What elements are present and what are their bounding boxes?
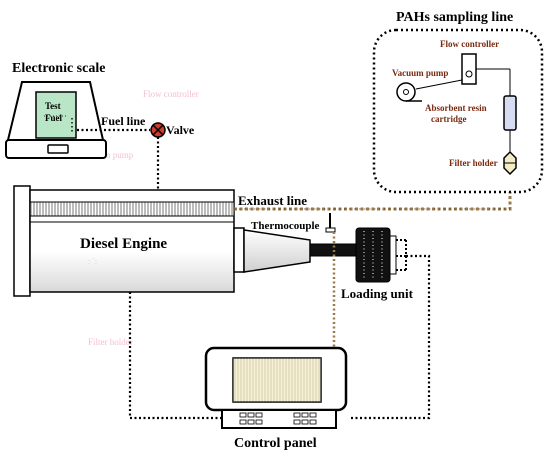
electronic-scale-title: Electronic scale [12,61,105,76]
ghost-flow-controller: Flow controller [143,89,199,99]
fuel-line-label: Fuel line [101,114,146,128]
fuel-label-fuel: Fuel [45,113,62,123]
engine-label: Diesel Engine [80,236,167,252]
diesel-engine [13,185,359,297]
ghost-filter-holder: Filter holder [88,337,133,347]
ghost-vacuum-pump: Vacuum pump [81,150,134,160]
vacuum-pump-icon [396,82,422,102]
absorbent-label-2: cartridge [431,114,466,124]
control-panel [204,346,348,429]
pump-to-flow-line [415,79,463,90]
filter-holder-label: Filter holder [449,158,498,168]
engine-to-panel-line [128,292,222,420]
valve-label: Valve [166,123,195,137]
absorbent-cartridge [476,68,517,152]
fuel-container [35,91,77,139]
loading-to-panel-line [350,254,431,420]
flow-controller-label: Flow controller [440,39,499,49]
exhaust-line-label: Exhaust line [238,193,307,208]
pahs-sampling-box [372,28,544,194]
vacuum-pump-label: Vacuum pump [392,68,448,78]
flow-controller [461,53,477,85]
thermocouple-label: Thermocouple [251,220,320,232]
thermocouple [325,213,336,233]
loading-unit-label: Loading unit [341,286,414,301]
loading-unit [355,227,407,283]
absorbent-label-1: Absorbent resin [425,103,487,113]
valve-icon [150,122,166,138]
electronic-scale [5,81,107,159]
scale-display [47,144,69,154]
control-panel-label: Control panel [234,436,317,451]
filter-holder [503,150,517,176]
ghost-mark: : ´: [88,257,97,266]
pahs-title: PAHs sampling line [396,10,513,25]
fuel-label-test: Test [45,101,61,111]
